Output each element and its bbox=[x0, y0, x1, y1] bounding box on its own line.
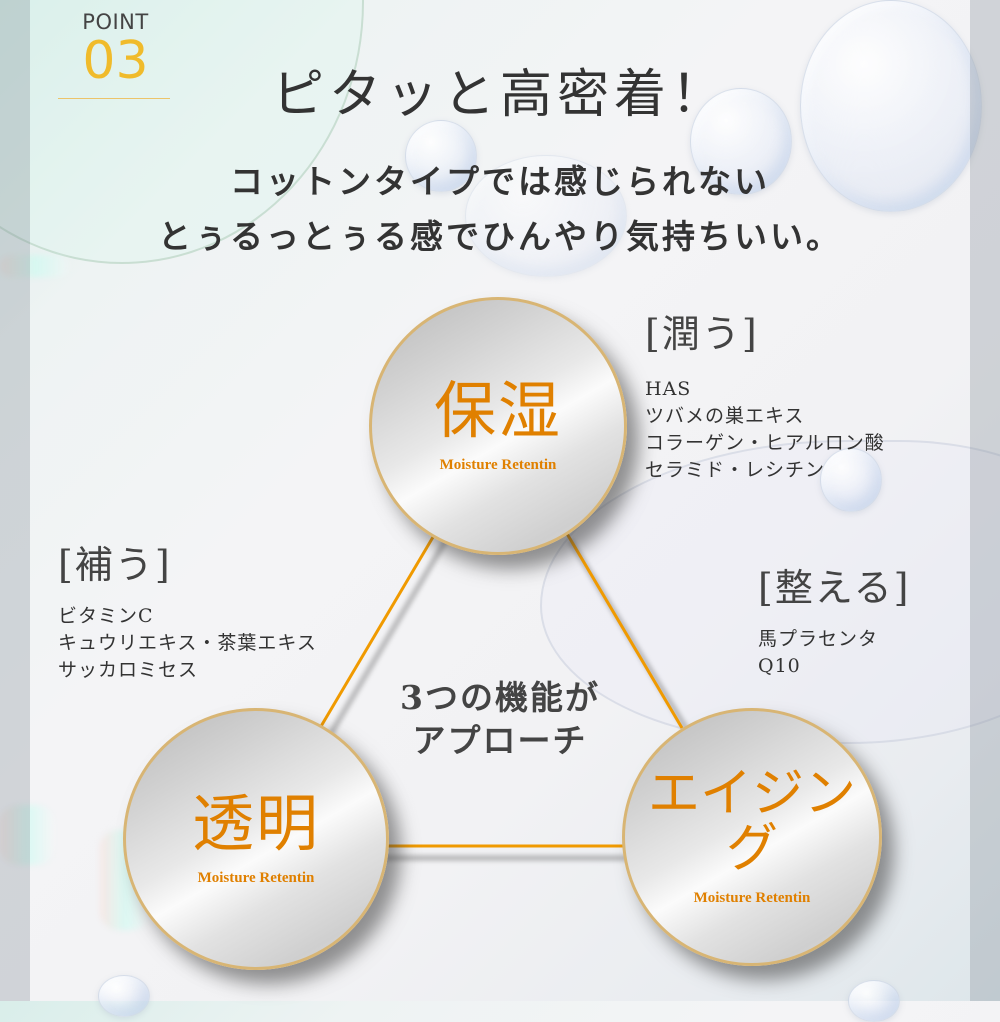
center-caption-line-1: 3つの機能が bbox=[400, 678, 600, 717]
badge-moisturizing: 保湿 Moisture Retentin bbox=[369, 297, 627, 555]
badge-title: 透明 bbox=[191, 786, 320, 860]
badge-subtitle: Moisture Retentin bbox=[693, 890, 811, 907]
ingredient-list: HAS ツバメの巣エキス コラーゲン・ヒアルロン酸 セラミド・レシチン bbox=[645, 376, 885, 484]
subheadline-line-2: とぅるっとぅる感でひんやり気持ちいい。 bbox=[158, 217, 842, 256]
badge-title: エイジング bbox=[647, 763, 856, 879]
ingredient-item: HAS bbox=[645, 377, 692, 400]
ingredient-item: サッカロミセス bbox=[58, 658, 199, 681]
group-heading: [潤う] bbox=[645, 312, 759, 356]
badge-clarity: 透明 Moisture Retentin bbox=[123, 708, 389, 970]
center-caption: 3つの機能が アプローチ bbox=[370, 676, 630, 762]
ingredient-item: ビタミンC bbox=[58, 604, 154, 627]
ingredient-list: ビタミンC キュウリエキス・茶葉エキス サッカロミセス bbox=[58, 603, 317, 684]
ingredient-item: Q10 bbox=[758, 654, 801, 677]
center-caption-line-2: アプローチ bbox=[412, 721, 588, 760]
point-indicator: POINT 03 bbox=[58, 10, 173, 99]
group-heading: [補う] bbox=[58, 543, 172, 587]
ingredient-item: 馬プラセンタ bbox=[758, 627, 879, 650]
group-heading: [整える] bbox=[758, 566, 911, 610]
ingredient-item: セラミド・レシチン bbox=[645, 458, 826, 481]
ingredient-group-moisturize: [潤う] HAS ツバメの巣エキス コラーゲン・ヒアルロン酸 セラミド・レシチン bbox=[645, 312, 885, 484]
ingredient-item: キュウリエキス・茶葉エキス bbox=[58, 631, 317, 654]
ingredient-item: コラーゲン・ヒアルロン酸 bbox=[645, 431, 885, 454]
badge-subtitle: Moisture Retentin bbox=[197, 870, 315, 887]
ingredient-list: 馬プラセンタ Q10 bbox=[758, 626, 911, 680]
subheadline-line-1: コットンタイプでは感じられない bbox=[230, 162, 770, 201]
badge-subtitle: Moisture Retentin bbox=[439, 457, 557, 474]
point-divider bbox=[58, 98, 170, 99]
page-title: ピタッと高密着！ bbox=[271, 65, 728, 125]
point-label: POINT bbox=[82, 10, 149, 34]
badge-aging: エイジング Moisture Retentin bbox=[622, 708, 882, 966]
triangle-connector bbox=[318, 531, 693, 861]
ingredient-item: ツバメの巣エキス bbox=[645, 404, 805, 427]
point-number: 03 bbox=[82, 31, 149, 91]
ingredient-group-condition: [整える] 馬プラセンタ Q10 bbox=[758, 566, 911, 680]
ingredient-group-supplement: [補う] ビタミンC キュウリエキス・茶葉エキス サッカロミセス bbox=[58, 543, 317, 684]
badge-title: 保湿 bbox=[433, 373, 562, 447]
